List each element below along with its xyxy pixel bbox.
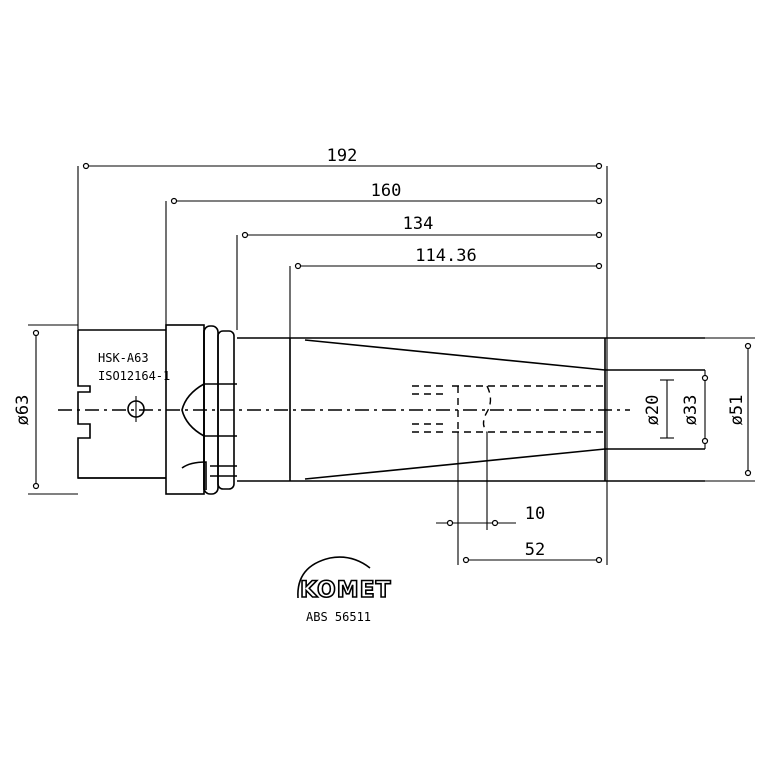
- dim-dia-63: ø63: [13, 324, 78, 495]
- dim-dia-51-label: ø51: [727, 395, 747, 426]
- dim-dia-20: ø20: [643, 379, 674, 439]
- standard-label: ISO12164-1: [98, 369, 170, 383]
- komet-logo: KOMET: [297, 556, 392, 604]
- coolant-tube-symbol: [127, 396, 145, 422]
- dim-134-label: 134: [403, 214, 434, 234]
- dim-dia-51: ø51: [705, 337, 755, 482]
- dim-dia-33: ø33: [681, 370, 709, 449]
- dim-10-label: 10: [525, 504, 545, 524]
- bore: [412, 385, 605, 433]
- tapered-body: [237, 337, 705, 482]
- dim-114-label: 114.36: [415, 246, 476, 266]
- dim-dia-33-label: ø33: [681, 395, 701, 426]
- dim-160-label: 160: [371, 181, 402, 201]
- dim-160: 160: [165, 181, 603, 330]
- dim-52: 52: [462, 540, 603, 564]
- dim-52-label: 52: [525, 540, 545, 560]
- shank-type-label: HSK-A63: [98, 351, 149, 365]
- dim-134: 134: [236, 214, 603, 330]
- dim-192: 192: [77, 146, 608, 565]
- dim-114: 114.36: [289, 246, 603, 478]
- article-number: ABS 56511: [306, 610, 371, 624]
- dim-dia-20-label: ø20: [643, 395, 663, 426]
- komet-logo-text: KOMET: [300, 578, 392, 603]
- dim-10: 10: [436, 432, 545, 565]
- dim-192-label: 192: [327, 146, 358, 166]
- hsk-shank: [77, 329, 166, 479]
- dim-dia-63-label: ø63: [13, 395, 33, 426]
